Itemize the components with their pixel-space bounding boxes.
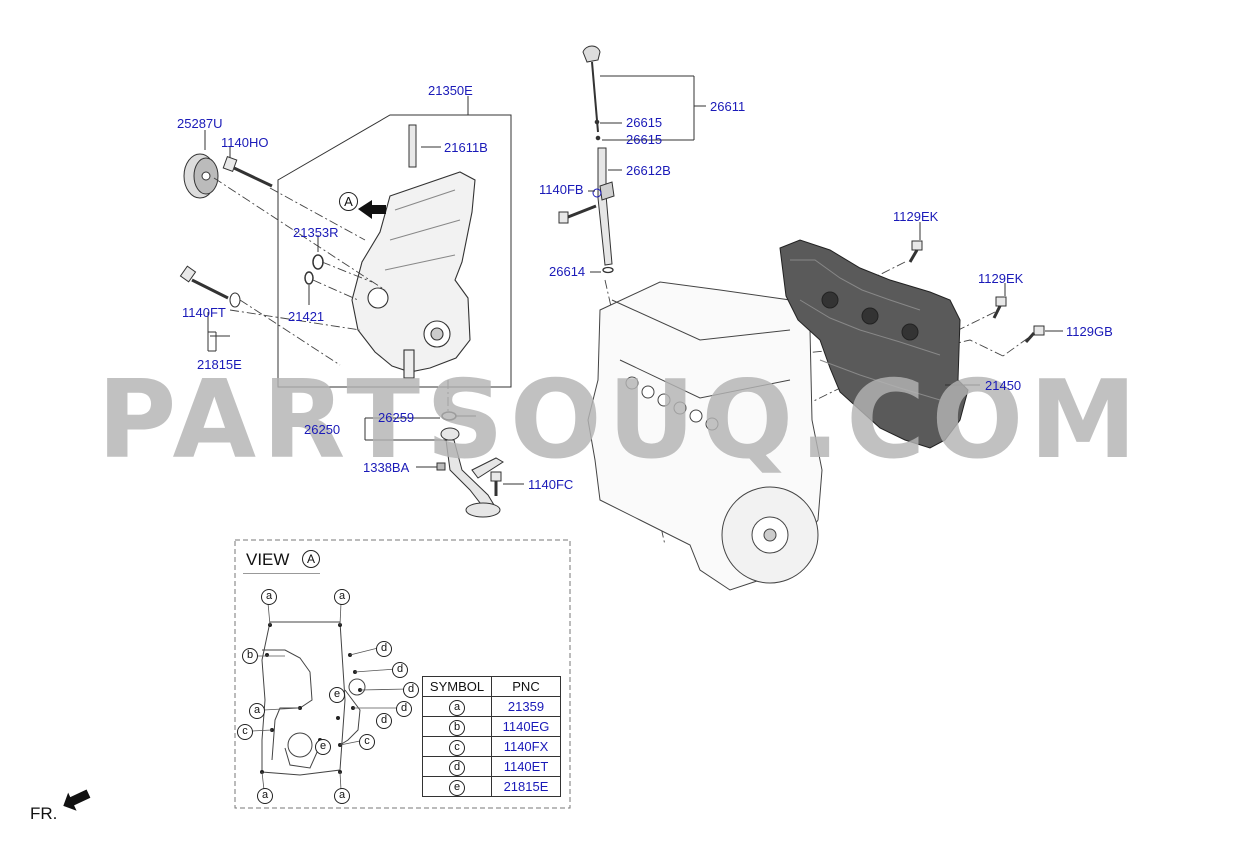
view-a-cover-outline: [261, 621, 366, 776]
gasket-26259[interactable]: [441, 411, 457, 421]
symbol-circle: d: [449, 759, 465, 776]
part-label-1140fb[interactable]: 1140FB: [539, 182, 584, 197]
exhaust-manifold-21450[interactable]: [779, 239, 969, 449]
view-a-leaders: [251, 602, 409, 791]
part-label-26611[interactable]: 26611: [710, 99, 746, 114]
bolt-1129gb[interactable]: [1024, 325, 1045, 343]
pnc-link[interactable]: 21815E: [491, 776, 561, 797]
view-marker-b: b: [242, 648, 258, 664]
column-header-symbol: SYMBOL: [422, 676, 492, 697]
part-label-1129ek-upper[interactable]: 1129EK: [893, 209, 939, 224]
part-label-21815e[interactable]: 21815E: [197, 357, 242, 372]
pnc-link[interactable]: 21359: [491, 696, 561, 717]
bracket-lines: [204, 75, 1063, 485]
view-marker-a: a: [261, 589, 277, 605]
part-label-21421[interactable]: 21421: [288, 309, 325, 324]
view-marker-e: e: [315, 739, 331, 755]
view-a-bolt-dots: [260, 623, 362, 774]
dipstick-tube-26612b[interactable]: [592, 147, 615, 274]
view-marker-c: c: [237, 724, 253, 740]
part-label-1140fc[interactable]: 1140FC: [528, 477, 574, 492]
dipstick-26611[interactable]: [582, 45, 601, 141]
part-label-21611b[interactable]: 21611B: [444, 140, 488, 155]
view-marker-c: c: [359, 734, 375, 750]
view-callout-a: A: [339, 192, 358, 211]
table-row: c 1140FX: [422, 736, 561, 757]
symbol-pnc-table: SYMBOL PNC a 21359 b 1140EG c 1140FX d 1…: [422, 676, 561, 797]
timing-chain-cover[interactable]: [351, 171, 476, 379]
symbol-cell: e: [422, 776, 492, 797]
view-marker-a: a: [334, 788, 350, 804]
view-marker-d: d: [376, 713, 392, 729]
view-marker-d: d: [392, 662, 408, 678]
part-label-26259[interactable]: 26259: [378, 410, 415, 425]
part-label-26612b[interactable]: 26612B: [626, 163, 671, 178]
idler-pulley-25287u[interactable]: [183, 153, 219, 199]
view-a-title: VIEW: [246, 550, 290, 569]
symbol-cell: b: [422, 716, 492, 737]
table-row: a 21359: [422, 696, 561, 717]
part-label-21353r[interactable]: 21353R: [293, 225, 339, 240]
table-header-row: SYMBOL PNC: [422, 676, 561, 697]
view-marker-a: a: [257, 788, 273, 804]
part-label-21350e[interactable]: 21350E: [428, 83, 473, 98]
symbol-circle: b: [449, 719, 465, 736]
pnc-link[interactable]: 1140FX: [491, 736, 561, 757]
part-label-26250[interactable]: 26250: [304, 422, 341, 437]
bolt-1140fc[interactable]: [490, 471, 502, 496]
bolt-1140ho[interactable]: [222, 156, 273, 188]
bolt-1140ft[interactable]: [179, 265, 241, 308]
part-label-25287u[interactable]: 25287U: [177, 116, 223, 131]
view-marker-a: a: [249, 703, 265, 719]
oring-21421[interactable]: [304, 271, 314, 285]
table-row: b 1140EG: [422, 716, 561, 737]
view-arrow-icon: [358, 200, 386, 219]
part-label-1140ft[interactable]: 1140FT: [182, 305, 226, 320]
part-label-1140ho[interactable]: 1140HO: [221, 135, 269, 150]
part-label-26614[interactable]: 26614: [549, 264, 586, 279]
table-row: e 21815E: [422, 776, 561, 797]
view-a-box: [234, 539, 571, 809]
symbol-circle: c: [449, 739, 465, 756]
view-marker-a: a: [334, 589, 350, 605]
timing-cover-group-box: [277, 96, 512, 388]
view-marker-d: d: [403, 682, 419, 698]
view-a-underline: [243, 573, 320, 574]
view-marker-e: e: [329, 687, 345, 703]
column-header-pnc: PNC: [491, 676, 561, 697]
symbol-cell: d: [422, 756, 492, 777]
front-marker-label: FR.: [30, 804, 58, 823]
view-marker-d: d: [396, 701, 412, 717]
view-a-circle: A: [302, 550, 320, 568]
engine-block: [587, 281, 823, 591]
part-label-1129ek-lower[interactable]: 1129EK: [978, 271, 1024, 286]
front-arrow-icon: [63, 789, 91, 811]
symbol-circle: e: [449, 779, 465, 796]
table-row: d 1140ET: [422, 756, 561, 777]
pnc-link[interactable]: 1140ET: [491, 756, 561, 777]
part-label-1338ba[interactable]: 1338BA: [363, 460, 410, 475]
seal-21353r[interactable]: [312, 254, 324, 270]
symbol-cell: c: [422, 736, 492, 757]
part-label-21450[interactable]: 21450: [985, 378, 1022, 393]
stud-21611b[interactable]: [408, 124, 417, 168]
bolt-1129ek-lower[interactable]: [992, 296, 1007, 319]
part-label-1129gb[interactable]: 1129GB: [1066, 324, 1113, 339]
part-label-26615-lower[interactable]: 26615: [626, 132, 663, 147]
symbol-circle: a: [449, 699, 465, 716]
bolt-1129ek-upper[interactable]: [908, 240, 923, 263]
bolt-1140fb[interactable]: [558, 204, 597, 224]
oil-strainer-26250[interactable]: [440, 427, 504, 518]
symbol-cell: a: [422, 696, 492, 717]
part-label-26615-upper[interactable]: 26615: [626, 115, 663, 130]
bolt-1338ba[interactable]: [436, 462, 446, 471]
pnc-link[interactable]: 1140EG: [491, 716, 561, 737]
view-marker-d: d: [376, 641, 392, 657]
